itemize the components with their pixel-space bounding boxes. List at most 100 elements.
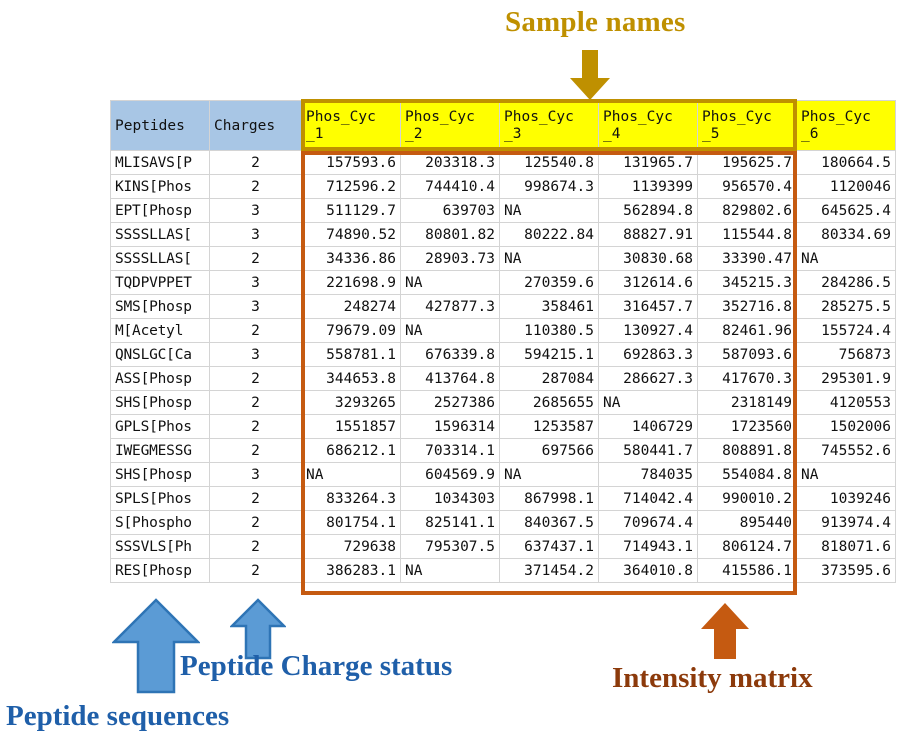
cell-intensity[interactable]: NA bbox=[499, 246, 599, 271]
cell-intensity[interactable]: 714042.4 bbox=[598, 486, 698, 511]
cell-peptide[interactable]: KINS[Phos bbox=[110, 174, 210, 199]
cell-intensity[interactable]: 352716.8 bbox=[697, 294, 797, 319]
cell-intensity[interactable]: 130927.4 bbox=[598, 318, 698, 343]
cell-intensity[interactable]: 2527386 bbox=[400, 390, 500, 415]
cell-intensity[interactable]: 33390.47 bbox=[697, 246, 797, 271]
cell-intensity[interactable]: 1120046 bbox=[796, 174, 896, 199]
cell-intensity[interactable]: 554084.8 bbox=[697, 462, 797, 487]
cell-intensity[interactable]: 34336.86 bbox=[301, 246, 401, 271]
cell-intensity[interactable]: 998674.3 bbox=[499, 174, 599, 199]
cell-intensity[interactable]: 203318.3 bbox=[400, 150, 500, 175]
cell-intensity[interactable]: 82461.96 bbox=[697, 318, 797, 343]
cell-intensity[interactable]: 295301.9 bbox=[796, 366, 896, 391]
cell-intensity[interactable]: 697566 bbox=[499, 438, 599, 463]
cell-intensity[interactable]: NA bbox=[796, 462, 896, 487]
column-header-sample-6[interactable]: Phos_Cyc _6 bbox=[796, 100, 896, 151]
cell-peptide[interactable]: SHS[Phosp bbox=[110, 390, 210, 415]
cell-intensity[interactable]: 558781.1 bbox=[301, 342, 401, 367]
cell-charge[interactable]: 3 bbox=[209, 294, 302, 319]
cell-intensity[interactable]: 110380.5 bbox=[499, 318, 599, 343]
cell-intensity[interactable]: 744410.4 bbox=[400, 174, 500, 199]
cell-intensity[interactable]: 427877.3 bbox=[400, 294, 500, 319]
cell-intensity[interactable]: 270359.6 bbox=[499, 270, 599, 295]
cell-intensity[interactable]: 417670.3 bbox=[697, 366, 797, 391]
cell-intensity[interactable]: NA bbox=[301, 462, 401, 487]
column-header-sample-1[interactable]: Phos_Cyc _1 bbox=[301, 100, 401, 151]
cell-intensity[interactable]: 784035 bbox=[598, 462, 698, 487]
cell-intensity[interactable]: 1551857 bbox=[301, 414, 401, 439]
cell-peptide[interactable]: IWEGMESSG bbox=[110, 438, 210, 463]
cell-intensity[interactable]: 415586.1 bbox=[697, 558, 797, 583]
cell-intensity[interactable]: NA bbox=[499, 462, 599, 487]
column-header-sample-5[interactable]: Phos_Cyc _5 bbox=[697, 100, 797, 151]
cell-intensity[interactable]: NA bbox=[796, 246, 896, 271]
cell-intensity[interactable]: 1723560 bbox=[697, 414, 797, 439]
cell-intensity[interactable]: 1034303 bbox=[400, 486, 500, 511]
cell-intensity[interactable]: 2318149 bbox=[697, 390, 797, 415]
cell-peptide[interactable]: SHS[Phosp bbox=[110, 462, 210, 487]
cell-intensity[interactable]: 286627.3 bbox=[598, 366, 698, 391]
cell-peptide[interactable]: MLISAVS[P bbox=[110, 150, 210, 175]
cell-intensity[interactable]: 3293265 bbox=[301, 390, 401, 415]
cell-peptide[interactable]: ASS[Phosp bbox=[110, 366, 210, 391]
cell-intensity[interactable]: 594215.1 bbox=[499, 342, 599, 367]
cell-intensity[interactable]: 714943.1 bbox=[598, 534, 698, 559]
cell-intensity[interactable]: NA bbox=[499, 198, 599, 223]
cell-intensity[interactable]: 1406729 bbox=[598, 414, 698, 439]
cell-peptide[interactable]: SSSSLLAS[ bbox=[110, 246, 210, 271]
cell-intensity[interactable]: 157593.6 bbox=[301, 150, 401, 175]
cell-intensity[interactable]: 195625.7 bbox=[697, 150, 797, 175]
cell-charge[interactable]: 3 bbox=[209, 342, 302, 367]
cell-intensity[interactable]: 867998.1 bbox=[499, 486, 599, 511]
cell-intensity[interactable]: 825141.1 bbox=[400, 510, 500, 535]
cell-intensity[interactable]: NA bbox=[400, 318, 500, 343]
cell-intensity[interactable]: 345215.3 bbox=[697, 270, 797, 295]
cell-intensity[interactable]: 80334.69 bbox=[796, 222, 896, 247]
cell-intensity[interactable]: 80222.84 bbox=[499, 222, 599, 247]
cell-intensity[interactable]: 712596.2 bbox=[301, 174, 401, 199]
cell-peptide[interactable]: M[Acetyl bbox=[110, 318, 210, 343]
cell-intensity[interactable]: 284286.5 bbox=[796, 270, 896, 295]
cell-intensity[interactable]: 180664.5 bbox=[796, 150, 896, 175]
cell-charge[interactable]: 3 bbox=[209, 462, 302, 487]
cell-intensity[interactable]: 80801.82 bbox=[400, 222, 500, 247]
cell-charge[interactable]: 2 bbox=[209, 246, 302, 271]
cell-charge[interactable]: 2 bbox=[209, 318, 302, 343]
cell-peptide[interactable]: SPLS[Phos bbox=[110, 486, 210, 511]
cell-charge[interactable]: 2 bbox=[209, 510, 302, 535]
cell-intensity[interactable]: 795307.5 bbox=[400, 534, 500, 559]
cell-intensity[interactable]: 1139399 bbox=[598, 174, 698, 199]
column-header-sample-3[interactable]: Phos_Cyc _3 bbox=[499, 100, 599, 151]
cell-charge[interactable]: 2 bbox=[209, 534, 302, 559]
cell-charge[interactable]: 2 bbox=[209, 366, 302, 391]
cell-intensity[interactable]: 79679.09 bbox=[301, 318, 401, 343]
column-header-sample-2[interactable]: Phos_Cyc _2 bbox=[400, 100, 500, 151]
cell-peptide[interactable]: SSSVLS[Ph bbox=[110, 534, 210, 559]
cell-intensity[interactable]: 28903.73 bbox=[400, 246, 500, 271]
cell-charge[interactable]: 3 bbox=[209, 222, 302, 247]
cell-intensity[interactable]: 745552.6 bbox=[796, 438, 896, 463]
cell-intensity[interactable]: 913974.4 bbox=[796, 510, 896, 535]
cell-intensity[interactable]: 1596314 bbox=[400, 414, 500, 439]
cell-intensity[interactable]: 956570.4 bbox=[697, 174, 797, 199]
cell-intensity[interactable]: 30830.68 bbox=[598, 246, 698, 271]
cell-intensity[interactable]: 676339.8 bbox=[400, 342, 500, 367]
cell-intensity[interactable]: 1502006 bbox=[796, 414, 896, 439]
cell-peptide[interactable]: RES[Phosp bbox=[110, 558, 210, 583]
cell-charge[interactable]: 3 bbox=[209, 198, 302, 223]
column-header-peptides[interactable]: Peptides bbox=[110, 100, 210, 151]
cell-intensity[interactable]: 692863.3 bbox=[598, 342, 698, 367]
cell-intensity[interactable]: 990010.2 bbox=[697, 486, 797, 511]
cell-intensity[interactable]: 639703 bbox=[400, 198, 500, 223]
cell-intensity[interactable]: 1039246 bbox=[796, 486, 896, 511]
cell-peptide[interactable]: S[Phospho bbox=[110, 510, 210, 535]
cell-intensity[interactable]: 709674.4 bbox=[598, 510, 698, 535]
cell-intensity[interactable]: 806124.7 bbox=[697, 534, 797, 559]
cell-peptide[interactable]: EPT[Phosp bbox=[110, 198, 210, 223]
cell-intensity[interactable]: 511129.7 bbox=[301, 198, 401, 223]
cell-peptide[interactable]: GPLS[Phos bbox=[110, 414, 210, 439]
cell-intensity[interactable]: 801754.1 bbox=[301, 510, 401, 535]
cell-intensity[interactable]: 604569.9 bbox=[400, 462, 500, 487]
cell-peptide[interactable]: QNSLGC[Ca bbox=[110, 342, 210, 367]
cell-intensity[interactable]: 221698.9 bbox=[301, 270, 401, 295]
